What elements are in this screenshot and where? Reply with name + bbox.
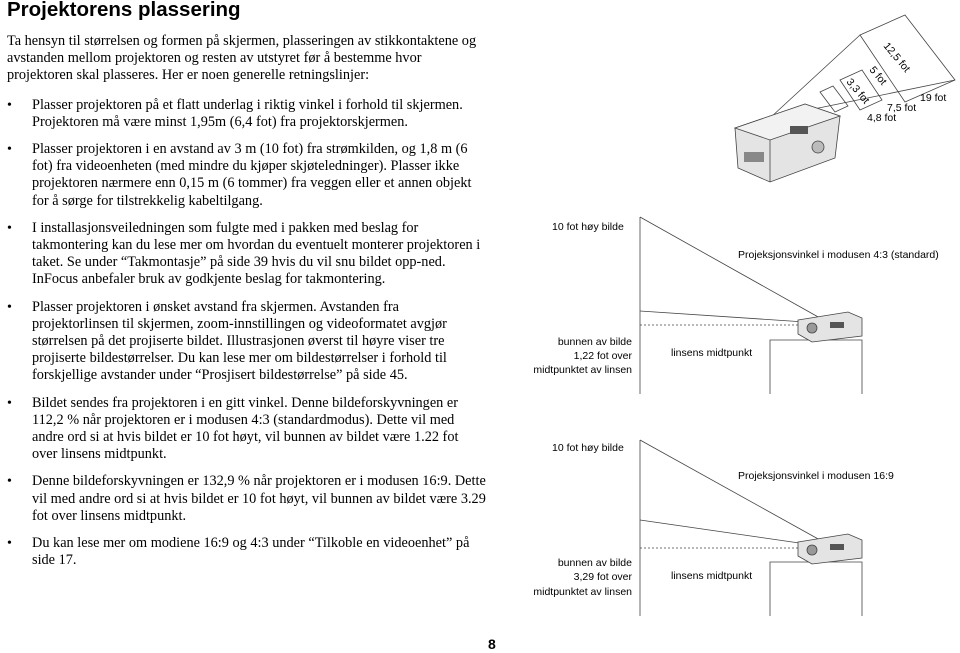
list-item: • Du kan lese mer om modiene 16:9 og 4:3 … xyxy=(7,535,487,569)
lens-center-label: linsens midtpunkt xyxy=(671,347,752,359)
distance-label-far: 19 fot xyxy=(920,92,946,104)
bullet-icon: • xyxy=(7,536,12,552)
lens-center-label: linsens midtpunkt xyxy=(671,570,752,582)
list-item: • Plasser projektoren i en avstand av 3 m… xyxy=(7,141,487,210)
list-item-text: Denne bildeforskyvningen er 132,9 % når … xyxy=(32,473,486,524)
guideline-list: • Plasser projektoren på et flatt underla… xyxy=(7,97,487,570)
list-item-text: Bildet sendes fra projektoren i en gitt … xyxy=(32,394,459,463)
list-item-text: I installasjonsveiledningen som fulgte m… xyxy=(32,219,481,288)
mode-label: Projeksjonsvinkel i modusen 4:3 (standar… xyxy=(738,249,939,261)
page-title: Projektorens plassering xyxy=(7,0,241,21)
size-label-medium: 5 fot xyxy=(867,64,889,87)
small-screen xyxy=(819,85,849,113)
bottom-offset-reference: midtpunktet av linsen xyxy=(533,586,632,598)
projection-ray-top xyxy=(639,216,821,319)
bullet-icon: • xyxy=(7,299,12,315)
bottom-offset-value: 1,22 fot over xyxy=(574,350,633,362)
intro-paragraph: Ta hensyn til størrelsen og formen på sk… xyxy=(7,33,477,84)
list-item: • I installasjonsveiledningen som fulgte … xyxy=(7,220,487,289)
bullet-icon: • xyxy=(7,474,12,490)
projection-ray xyxy=(769,34,861,119)
table xyxy=(769,561,863,616)
bottom-offset-value: 3,29 fot over xyxy=(574,571,633,583)
list-item-text: Plasser projektoren på et flatt underlag… xyxy=(32,96,463,130)
projector-icon xyxy=(797,533,863,565)
bottom-offset-reference: midtpunktet av linsen xyxy=(533,364,632,376)
distance-label-mid: 7,5 fot xyxy=(887,102,916,114)
body-text: Ta hensyn til størrelsen og formen på sk… xyxy=(7,33,487,579)
size-label-large: 12,5 fot xyxy=(881,40,913,75)
projector-icon xyxy=(733,103,842,183)
list-item: • Denne bildeforskyvningen er 132,9 % når… xyxy=(7,473,487,525)
large-screen xyxy=(859,14,956,103)
bottom-offset-label: bunnen av bilde xyxy=(558,557,632,569)
bullet-icon: • xyxy=(7,142,12,158)
list-item: • Plasser projektoren på et flatt underla… xyxy=(7,97,487,131)
list-item: • Plasser projektoren i ønsket avstand fr… xyxy=(7,299,487,385)
list-item-text: Plasser projektoren i ønsket avstand fra… xyxy=(32,298,447,384)
table xyxy=(769,339,863,394)
list-item-text: Du kan lese mer om modiene 16:9 og 4:3 u… xyxy=(32,535,470,569)
distance-label-near: 4,8 fot xyxy=(867,112,896,124)
image-height-label: 10 fot høy bilde xyxy=(552,442,624,454)
bullet-icon: • xyxy=(7,97,12,113)
image-height-label: 10 fot høy bilde xyxy=(552,221,624,233)
bullet-icon: • xyxy=(7,395,12,411)
list-item: • Bildet sendes fra projektoren i en gitt… xyxy=(7,395,487,464)
offset-figure-169 xyxy=(639,439,863,616)
page-number: 8 xyxy=(488,636,496,652)
list-item-text: Plasser projektoren i en avstand av 3 m … xyxy=(32,141,472,209)
projection-ray-bottom xyxy=(639,310,821,324)
bullet-icon: • xyxy=(7,220,12,236)
image-size-figure xyxy=(733,14,956,183)
medium-screen xyxy=(839,69,883,111)
projection-ray-top xyxy=(639,439,821,541)
offset-figure-43 xyxy=(639,216,863,394)
mode-label: Projeksjonsvinkel i modusen 16:9 xyxy=(738,470,894,482)
projection-ray-bottom xyxy=(639,519,821,547)
bottom-offset-label: bunnen av bilde xyxy=(558,336,632,348)
projector-icon xyxy=(797,311,863,343)
